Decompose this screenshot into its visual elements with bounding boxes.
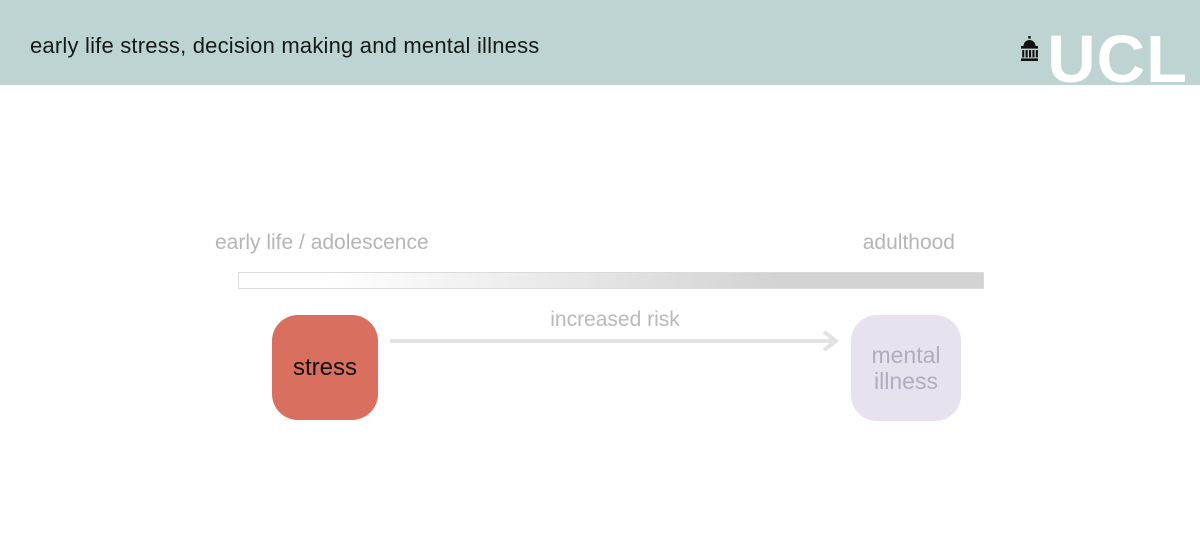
stress-box: stress [272,315,378,420]
slide-title: early life stress, decision making and m… [30,33,540,58]
mental-illness-box-label: mental illness [871,341,941,394]
ucl-logo: UCL [1021,0,1188,98]
right-arrow-icon [390,330,840,352]
ucl-portico-icon [1019,36,1040,61]
increased-risk-label: increased risk [550,308,680,331]
timeline-label-adulthood: adulthood [862,231,955,254]
slide-header: early life stress, decision making and m… [0,0,1200,98]
timeline-gradient-bar [238,272,984,289]
timeline-labels: early life / adolescence adulthood [215,231,955,255]
mental-illness-box: mental illness [851,315,961,421]
ucl-logo-text: UCL [1047,22,1188,98]
stress-box-label: stress [292,353,357,381]
timeline-label-early-life: early life / adolescence [215,231,429,254]
